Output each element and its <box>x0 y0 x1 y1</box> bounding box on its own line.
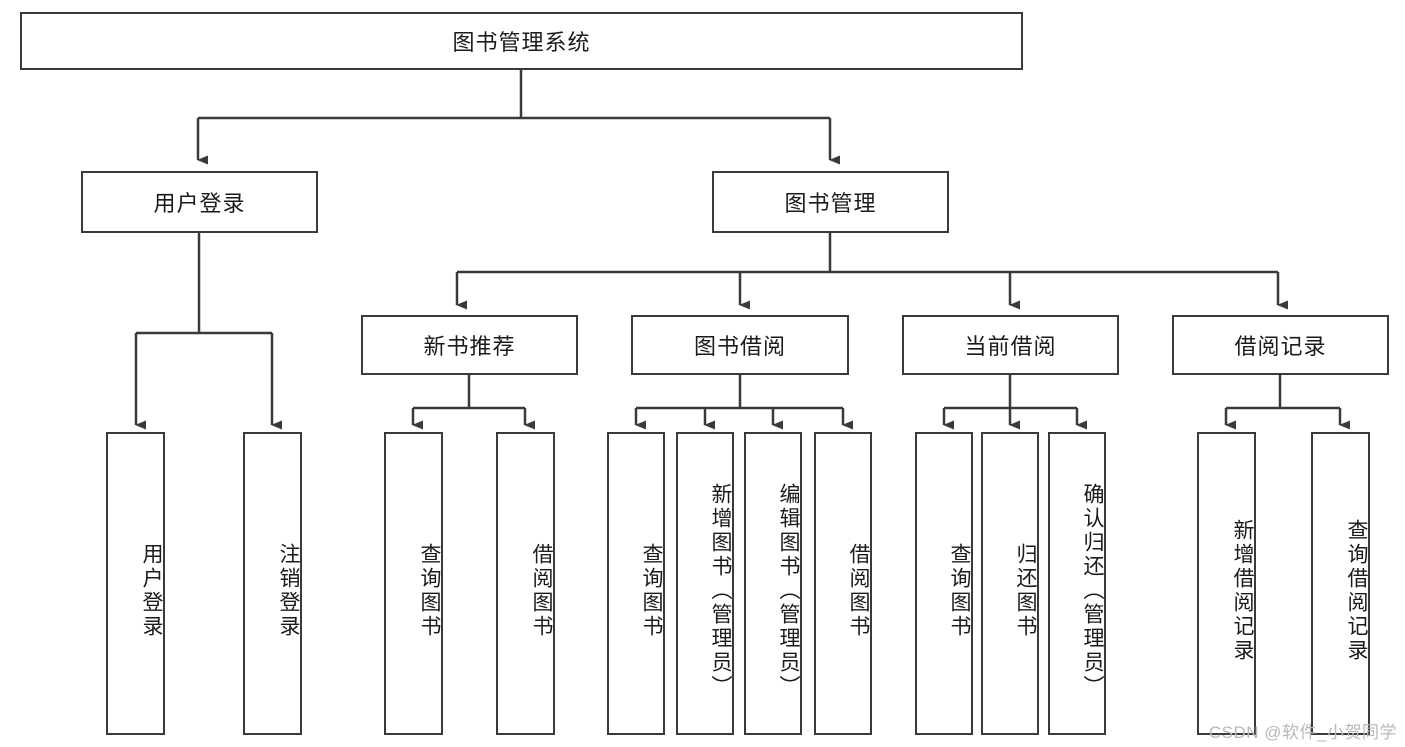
node-root-system[interactable]: 图书管理系统 <box>20 12 1023 70</box>
node-label: 归还图书 <box>1014 542 1037 639</box>
leaf-user-login-logout[interactable]: 注销登录 <box>243 432 302 735</box>
node-label: 新书推荐 <box>423 334 516 359</box>
node-label: 用户登录 <box>153 191 246 216</box>
node-label: 图书管理 <box>784 191 877 216</box>
node-label: 查询借阅记录 <box>1345 518 1368 663</box>
leaf-recommend-borrow-book[interactable]: 借阅图书 <box>496 432 555 735</box>
node-label: 查询图书 <box>418 542 441 639</box>
node-borrow-record[interactable]: 借阅记录 <box>1172 315 1389 375</box>
watermark-text: CSDN @软件_小贺同学 <box>1208 723 1397 742</box>
node-label: 新增借阅记录 <box>1231 518 1254 663</box>
node-label: 用户登录 <box>140 542 163 639</box>
node-user-login[interactable]: 用户登录 <box>81 171 318 233</box>
node-label: 图书管理系统 <box>452 30 591 55</box>
node-label: 借阅图书 <box>847 542 870 639</box>
node-label: 查询图书 <box>640 542 663 639</box>
node-book-borrow[interactable]: 图书借阅 <box>631 315 849 375</box>
node-label: 借阅图书 <box>530 542 553 639</box>
node-label: 借阅记录 <box>1234 334 1327 359</box>
leaf-borrow-query-book[interactable]: 查询图书 <box>607 432 665 735</box>
leaf-borrow-add-book-admin[interactable]: 新增图书（管理员） <box>676 432 734 735</box>
leaf-record-query-record[interactable]: 查询借阅记录 <box>1311 432 1370 735</box>
node-label: 编辑图书（管理员） <box>777 482 800 699</box>
node-new-book-recommend[interactable]: 新书推荐 <box>361 315 578 375</box>
node-label: 确认归还（管理员） <box>1081 482 1104 699</box>
node-book-management[interactable]: 图书管理 <box>712 171 949 233</box>
leaf-current-return-book[interactable]: 归还图书 <box>981 432 1039 735</box>
leaf-borrow-borrow-book[interactable]: 借阅图书 <box>814 432 872 735</box>
leaf-recommend-query-book[interactable]: 查询图书 <box>384 432 443 735</box>
node-label: 注销登录 <box>277 542 300 639</box>
node-current-borrow[interactable]: 当前借阅 <box>902 315 1119 375</box>
node-label: 当前借阅 <box>964 334 1057 359</box>
leaf-borrow-edit-book-admin[interactable]: 编辑图书（管理员） <box>744 432 802 735</box>
node-label: 图书借阅 <box>693 334 786 359</box>
leaf-record-add-record[interactable]: 新增借阅记录 <box>1197 432 1256 735</box>
node-label: 新增图书（管理员） <box>709 482 732 699</box>
leaf-current-confirm-return-admin[interactable]: 确认归还（管理员） <box>1048 432 1106 735</box>
leaf-user-login-login[interactable]: 用户登录 <box>106 432 165 735</box>
leaf-current-query-book[interactable]: 查询图书 <box>915 432 973 735</box>
node-label: 查询图书 <box>948 542 971 639</box>
